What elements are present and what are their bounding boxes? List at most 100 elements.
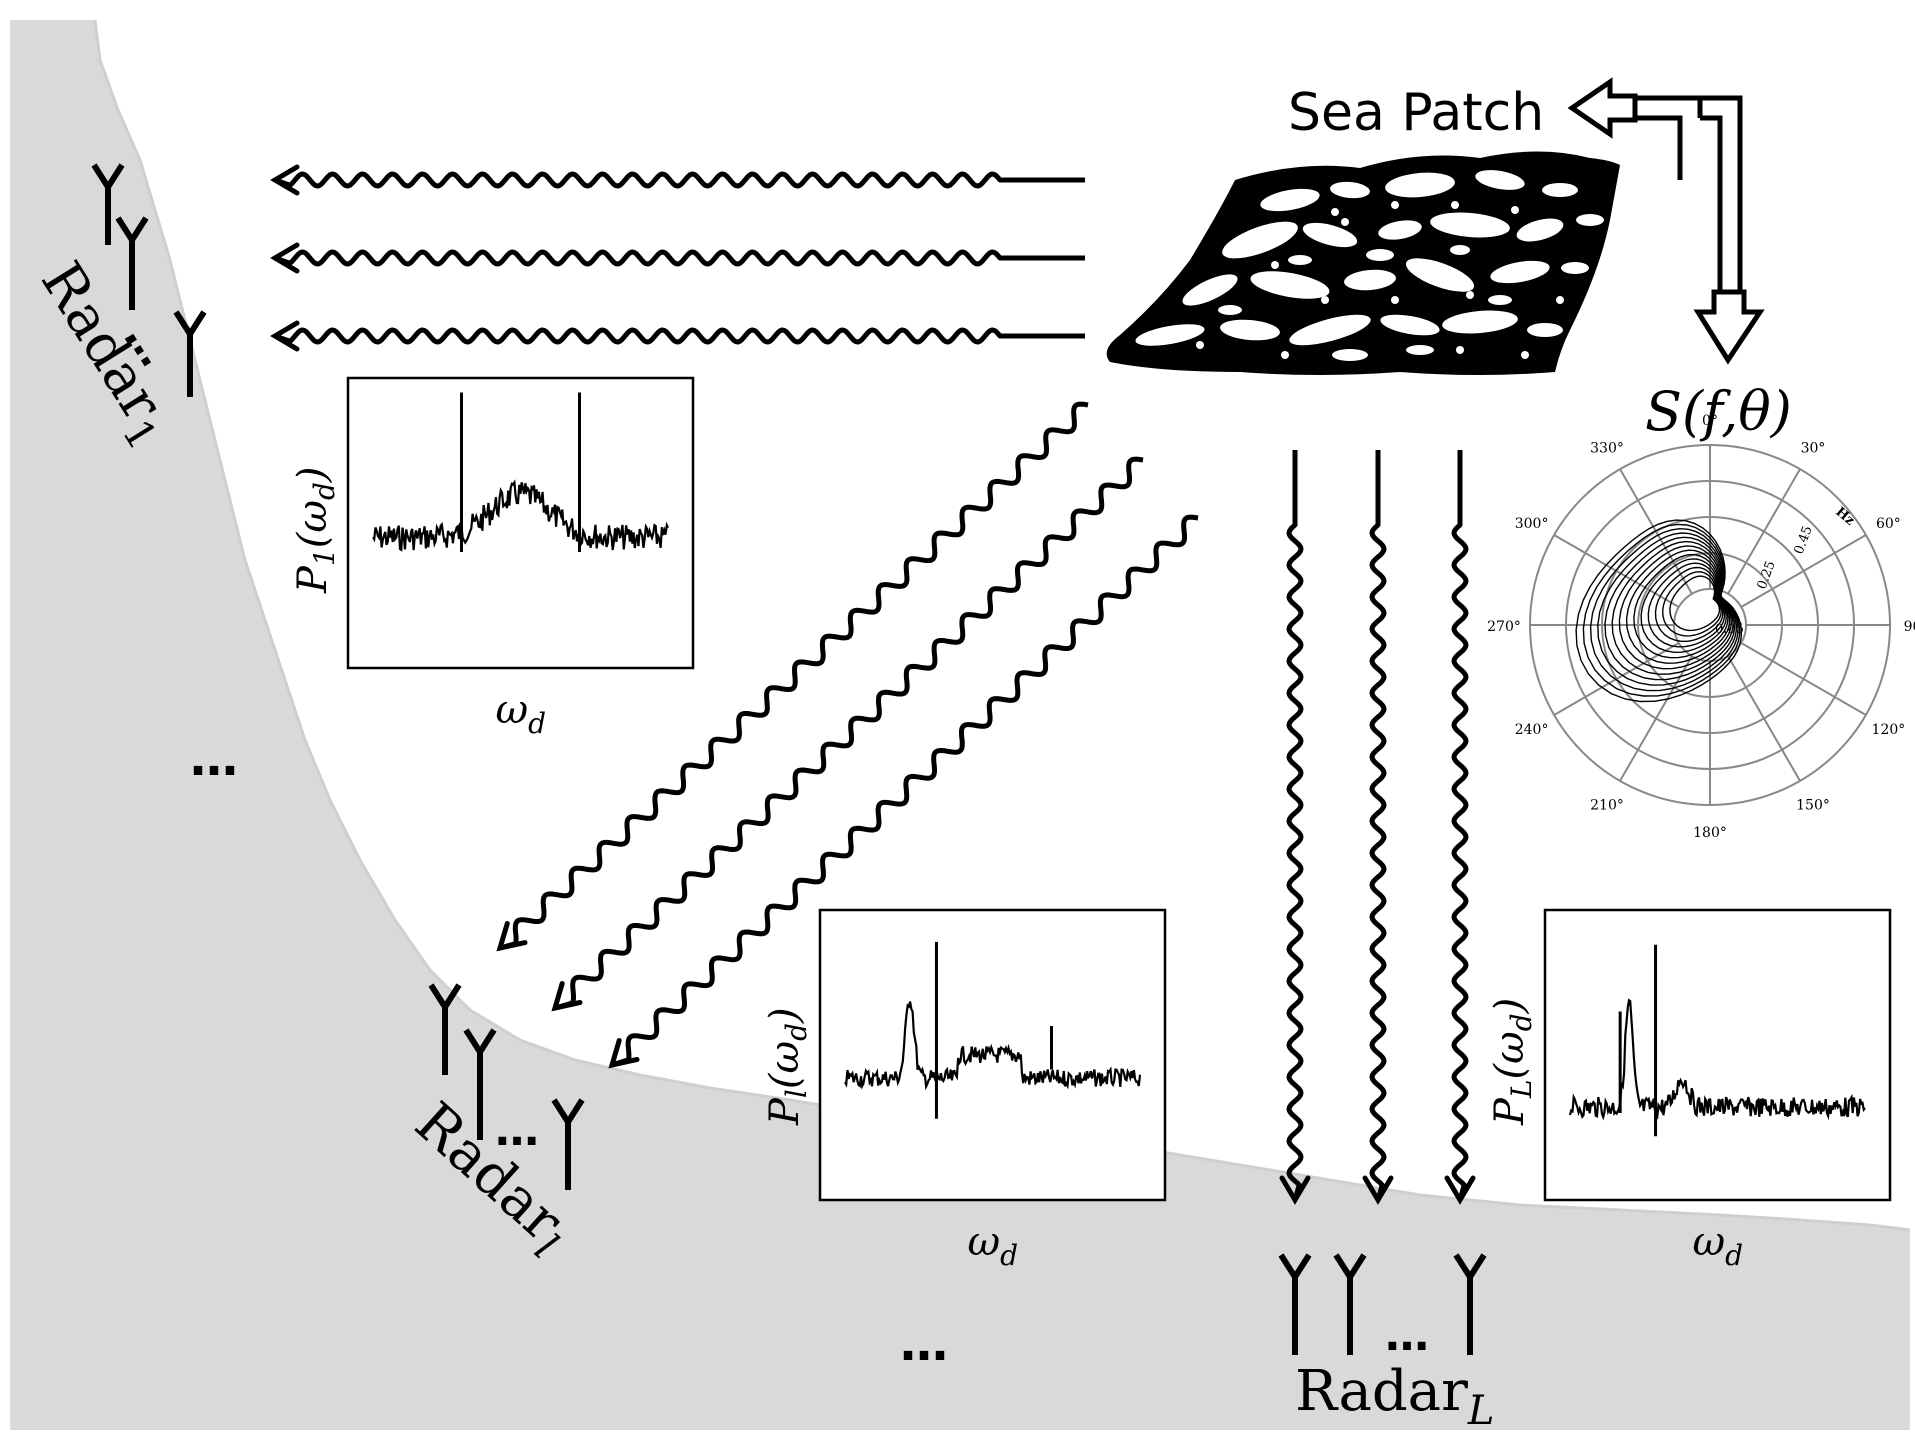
sea-patch-label: Sea Patch — [1288, 83, 1544, 143]
sea-surface-dot — [1511, 206, 1519, 214]
sea-surface-blob — [1330, 181, 1370, 199]
sea-surface-blob — [1332, 349, 1368, 361]
sea-surface-blob — [1542, 183, 1578, 197]
sea-surface-dot — [1456, 346, 1464, 354]
polar-angle-label: 330° — [1590, 441, 1624, 457]
spectrum-contour — [1604, 536, 1736, 681]
polar-angle-label: 0° — [1702, 413, 1718, 429]
polar-angle-label: 300° — [1515, 516, 1549, 532]
polar-ring-label: 0.05 — [1715, 622, 1744, 637]
sea-surface-blob — [1405, 258, 1475, 292]
polar-spoke — [1619, 655, 1693, 782]
coastline-land — [10, 20, 1910, 1430]
sea-surface-blob — [1366, 249, 1394, 261]
sea-surface-blob — [1385, 172, 1455, 198]
polar-spoke — [1553, 534, 1680, 608]
radar-antennas — [91, 163, 1487, 1355]
antenna-icon — [463, 1028, 497, 1140]
spectrum-contour — [1625, 549, 1731, 664]
spectrum-contour — [1618, 545, 1732, 670]
sea-surface-blob — [1516, 218, 1564, 242]
spectrum-contour — [1669, 575, 1721, 632]
antenna-icon — [551, 1098, 585, 1190]
wave-arrow — [1286, 450, 1304, 1201]
sea-surface-blob — [1430, 212, 1510, 238]
sea-surface-dot — [1521, 351, 1529, 359]
sea-surface-dot — [1466, 291, 1474, 299]
sea-surface-blob — [1344, 269, 1396, 291]
polar-angle-label: 210° — [1590, 797, 1624, 813]
polar-spoke — [1740, 642, 1867, 716]
spectrum-ylabel: P1(ωd) — [290, 466, 341, 594]
polar-angle-label: 60° — [1876, 516, 1901, 532]
wave-arrowhead — [496, 921, 528, 952]
sea-surface-dot — [1391, 201, 1399, 209]
wave-arrow — [274, 249, 1085, 267]
sea-surface-blob — [1218, 305, 1242, 315]
polar-spoke — [1727, 468, 1801, 595]
sea-surface-dot — [1451, 201, 1459, 209]
antenna-icon — [173, 310, 207, 397]
spectrum-contour — [1589, 527, 1739, 692]
wave-arrow — [499, 401, 1089, 951]
wave-arrow — [274, 171, 1085, 189]
ellipsis-radar-l: … — [495, 1105, 539, 1156]
sea-surface-dot — [1341, 218, 1349, 226]
antenna-icon — [428, 983, 462, 1075]
sea-surface-dot — [1321, 296, 1329, 304]
sea-surface-blob — [1561, 262, 1589, 274]
sea-surface-blob — [1222, 221, 1298, 259]
spectrum-plot-frame — [818, 908, 1167, 1202]
sea-surface-blob — [1442, 310, 1518, 334]
polar-ring-label: 0.45 — [1792, 524, 1816, 556]
polar-angle-label: 90° — [1904, 619, 1915, 635]
spectrum-contour — [1647, 562, 1726, 648]
polar-angle-label: 120° — [1872, 722, 1906, 738]
wave-arrowhead — [270, 320, 300, 352]
spectrum-contour — [1575, 519, 1742, 703]
sea-surface-dot — [1331, 208, 1339, 216]
polar-angle-label: 240° — [1515, 722, 1549, 738]
wave-arrow — [274, 327, 1085, 345]
sea-surface-blob — [1260, 188, 1320, 212]
sea-surface-blob — [1288, 255, 1312, 265]
sea-surface-blob — [1406, 345, 1434, 355]
polar-spoke — [1740, 534, 1867, 608]
sea-surface-blob — [1378, 220, 1422, 240]
down-arrowhead — [1693, 289, 1765, 365]
ellipsis-coast-1: … — [190, 731, 238, 787]
sea-surface-blob — [1302, 222, 1358, 248]
sea-surface-blob — [1490, 260, 1550, 284]
polar-unit-label: Hz — [1832, 505, 1857, 529]
wave-arrow — [554, 456, 1144, 1011]
spectrum-contour — [1582, 523, 1741, 697]
antenna-icon — [115, 216, 149, 310]
signal-waves — [270, 164, 1476, 1205]
spectrum-contour — [1597, 532, 1738, 686]
sea-surface-blob — [1488, 295, 1512, 305]
wave-arrowhead — [608, 1038, 640, 1069]
sea-patch-icon — [1106, 151, 1620, 375]
sea-surface-blob — [1576, 214, 1604, 226]
sea-surface-blob — [1135, 324, 1205, 346]
spectrum-xlabel: ωd — [496, 687, 547, 740]
polar-angle-label: 180° — [1693, 825, 1727, 841]
spectrum-trace — [372, 479, 669, 552]
polar-angle-label: 30° — [1801, 441, 1826, 457]
sea-surface-dot — [1281, 351, 1289, 359]
sea-surface-blob — [1527, 323, 1563, 337]
antenna-icon — [1453, 1253, 1487, 1355]
polar-angle-label: 150° — [1796, 797, 1830, 813]
spectrum-function-label: S(f,θ) — [1645, 380, 1792, 443]
wave-arrowhead — [551, 981, 583, 1012]
wave-arrowhead — [270, 242, 300, 274]
sea-surface-dot — [1556, 296, 1564, 304]
ellipsis-radar-L: … — [1385, 1310, 1429, 1361]
wave-arrow — [1369, 450, 1387, 1201]
spectrum-trace — [844, 1001, 1142, 1091]
sea-surface-dot — [1196, 341, 1204, 349]
sea-surface-blob — [1380, 314, 1440, 336]
